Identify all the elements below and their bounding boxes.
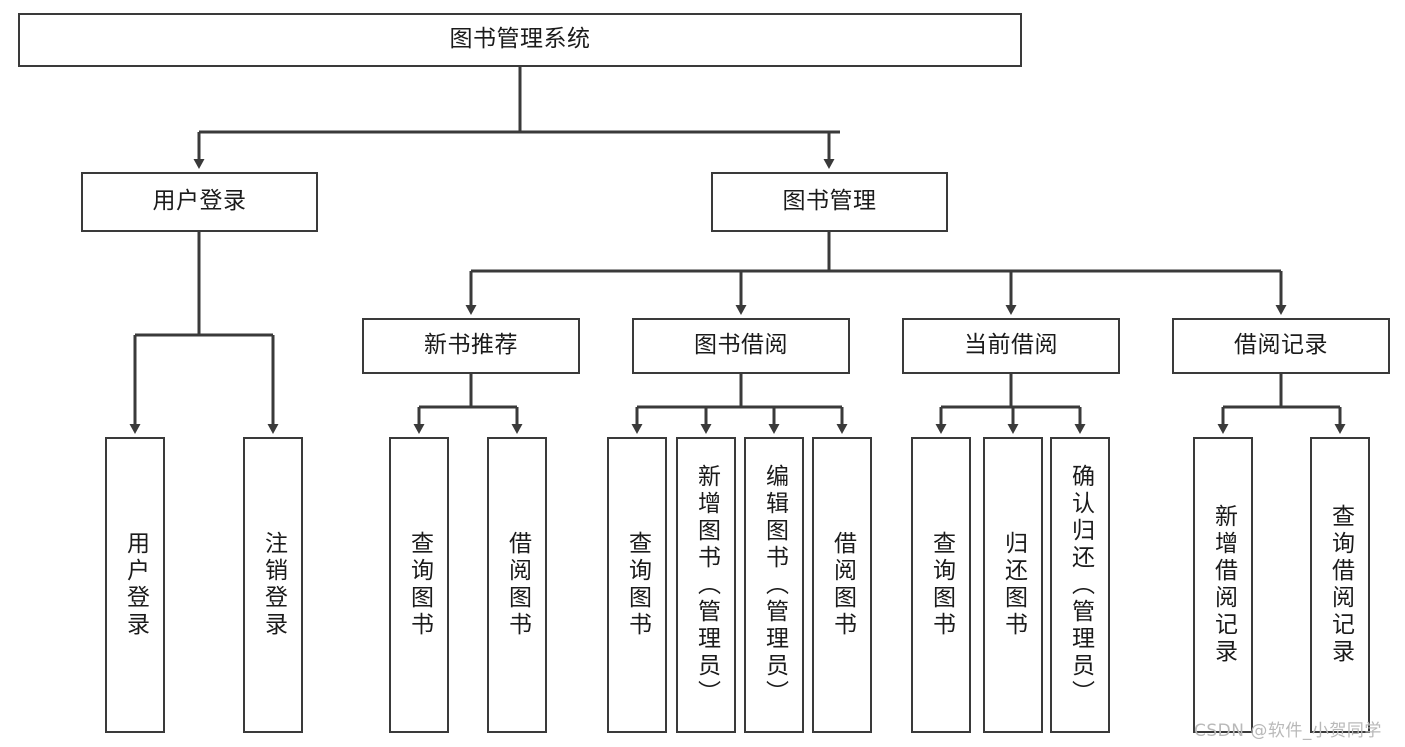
node-leaf-borrow-do[interactable]: 借阅图书 [812, 437, 872, 733]
connector-group-new-book-rec [413, 374, 523, 434]
node-leaf-rec-query[interactable]: 查询图书 [389, 437, 449, 733]
connector-group-user-login [129, 232, 279, 434]
node-leaf-borrow-edit-label: 编辑图书（管理员） [761, 463, 788, 707]
connector-group-root [193, 67, 840, 169]
node-root-label: 图书管理系统 [449, 26, 591, 53]
node-leaf-record-add[interactable]: 新增借阅记录 [1193, 437, 1253, 733]
node-leaf-current-query[interactable]: 查询图书 [911, 437, 971, 733]
node-leaf-borrow-query-label: 查询图书 [624, 531, 651, 639]
node-leaf-user-logout[interactable]: 注销登录 [243, 437, 303, 733]
node-user-login-label: 用户登录 [152, 188, 247, 215]
node-leaf-current-confirm[interactable]: 确认归还（管理员） [1050, 437, 1110, 733]
node-leaf-record-query[interactable]: 查询借阅记录 [1310, 437, 1370, 733]
node-book-manage[interactable]: 图书管理 [711, 172, 948, 232]
node-leaf-borrow-add-label: 新增图书（管理员） [693, 463, 720, 707]
node-leaf-borrow-query[interactable]: 查询图书 [607, 437, 667, 733]
node-leaf-current-query-label: 查询图书 [928, 531, 955, 639]
node-root[interactable]: 图书管理系统 [18, 13, 1022, 67]
node-new-book-rec-label: 新书推荐 [424, 332, 518, 359]
node-borrow-record[interactable]: 借阅记录 [1172, 318, 1390, 374]
connector-group-borrow-record [1217, 374, 1346, 434]
node-leaf-borrow-edit[interactable]: 编辑图书（管理员） [744, 437, 804, 733]
node-leaf-borrow-add[interactable]: 新增图书（管理员） [676, 437, 736, 733]
node-new-book-rec[interactable]: 新书推荐 [362, 318, 580, 374]
node-leaf-record-query-label: 查询借阅记录 [1327, 504, 1354, 666]
node-leaf-current-confirm-label: 确认归还（管理员） [1067, 463, 1094, 707]
csdn-watermark: CSDN @软件_小贺同学 [1194, 721, 1382, 741]
node-leaf-rec-borrow-label: 借阅图书 [504, 531, 531, 639]
node-leaf-record-add-label: 新增借阅记录 [1210, 504, 1237, 666]
node-leaf-current-return[interactable]: 归还图书 [983, 437, 1043, 733]
node-leaf-user-logout-label: 注销登录 [260, 531, 287, 639]
node-book-borrow[interactable]: 图书借阅 [632, 318, 850, 374]
node-book-manage-label: 图书管理 [782, 188, 877, 215]
connector-group-book-manage [465, 232, 1287, 315]
node-leaf-user-login-label: 用户登录 [122, 531, 149, 639]
node-leaf-borrow-do-label: 借阅图书 [829, 531, 856, 639]
node-current-borrow-label: 当前借阅 [964, 332, 1058, 359]
node-current-borrow[interactable]: 当前借阅 [902, 318, 1120, 374]
node-leaf-rec-borrow[interactable]: 借阅图书 [487, 437, 547, 733]
node-leaf-rec-query-label: 查询图书 [406, 531, 433, 639]
connector-group-current-borrow [935, 374, 1086, 434]
node-leaf-current-return-label: 归还图书 [1000, 531, 1027, 639]
node-book-borrow-label: 图书借阅 [694, 332, 788, 359]
node-user-login[interactable]: 用户登录 [81, 172, 318, 232]
connector-group-book-borrow [631, 374, 848, 434]
node-leaf-user-login[interactable]: 用户登录 [105, 437, 165, 733]
node-borrow-record-label: 借阅记录 [1234, 332, 1328, 359]
